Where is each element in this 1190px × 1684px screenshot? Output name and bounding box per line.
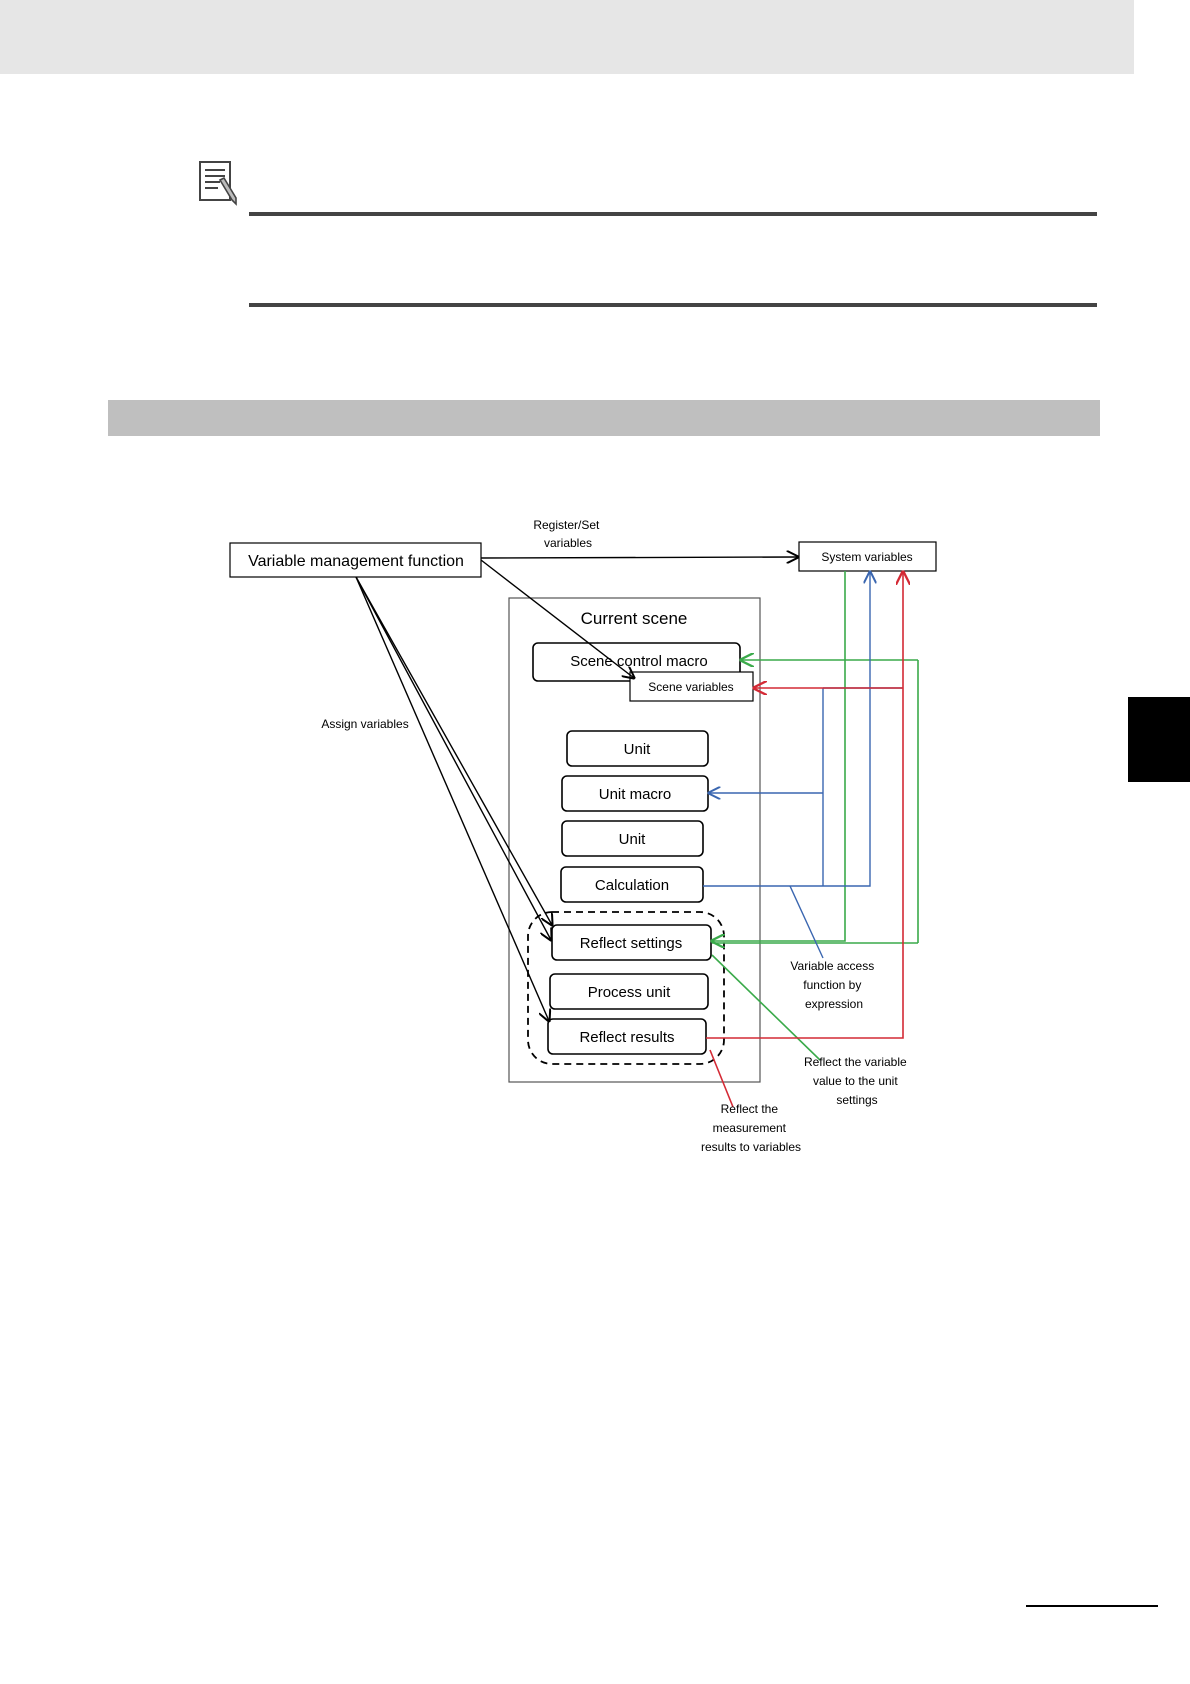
blue-calculation-to-system: [703, 572, 870, 887]
note-rule-bottom: [249, 303, 1097, 307]
process-unit-box: [549, 973, 709, 1010]
section-heading-bar: [108, 400, 1100, 436]
system-variables-label: System variables: [821, 550, 912, 564]
footer-rule: [1026, 1605, 1158, 1607]
note-rule-top: [249, 212, 1097, 216]
red-leader-reflect-results: [709, 1049, 734, 1108]
assign-variables-label: Assign variables: [321, 717, 408, 731]
reflect-settings-label: Reflect settings: [580, 935, 683, 952]
assign-to-reflect-results-arrow: [355, 576, 549, 1021]
current-scene-label: Current scene: [581, 609, 688, 628]
blue-leader-access: [789, 885, 824, 959]
red-reflect-results-to-system: [706, 572, 903, 1039]
register-set-arrow: [480, 557, 798, 558]
variable-management-function-label: Variable management function: [248, 553, 464, 570]
chapter-side-tab: [1128, 697, 1190, 782]
unit-box-2: [561, 820, 704, 857]
reflect-group-frame: [527, 911, 725, 1065]
reflect-value-label: Reflect the variable value to the unit s…: [804, 1055, 910, 1107]
unit-box-1: [566, 730, 709, 767]
calculation-label: Calculation: [595, 877, 669, 894]
assign-to-reflect-settings-arrow: [355, 576, 551, 940]
green-system-to-reflect-settings: [712, 571, 846, 941]
scene-control-macro-label: Scene control macro: [570, 653, 708, 670]
unit-label-1: Unit: [624, 741, 652, 758]
notepad-pencil-icon: [199, 161, 237, 206]
register-set-label: Register/Set variables: [533, 518, 602, 550]
green-leader-reflect-value: [711, 954, 821, 1061]
variable-management-function-box: [229, 542, 482, 578]
current-scene-frame: [508, 597, 761, 1083]
unit-label-2: Unit: [619, 831, 647, 848]
scene-variables-label: Scene variables: [648, 680, 733, 694]
scene-variables-arrow: [480, 559, 634, 678]
calculation-box: [560, 866, 704, 903]
unit-macro-label: Unit macro: [599, 786, 672, 803]
page-header-band: [0, 0, 1134, 74]
reflect-results-box: [547, 1018, 707, 1055]
variable-access-label: Variable access function by expression: [790, 959, 877, 1011]
process-unit-label: Process unit: [588, 984, 671, 1001]
assign-to-calculation-arrow: [355, 576, 552, 925]
reflect-results-label: Reflect results: [579, 1029, 674, 1046]
reflect-results-to-variables-label: Reflect the measurement results to varia…: [701, 1102, 801, 1154]
